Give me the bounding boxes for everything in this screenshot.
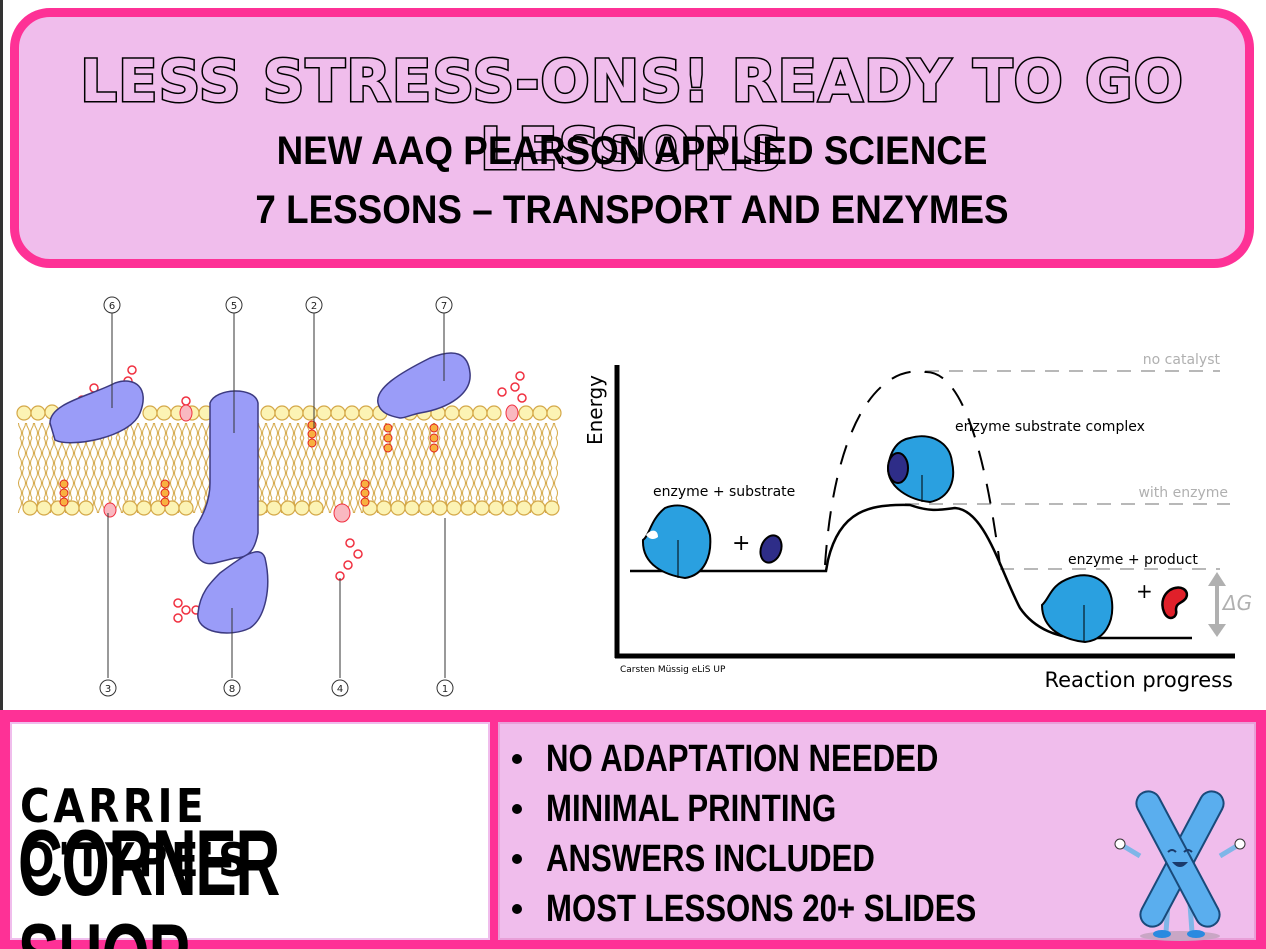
delta-g-label: ΔG [1221, 591, 1252, 615]
label-2: 2 [311, 301, 317, 312]
left-edge [0, 0, 3, 949]
enzyme-substrate-label: enzyme + substrate [653, 484, 795, 500]
subtitle-course: NEW AAQ PEARSON APPLIED SCIENCE [276, 129, 988, 173]
y-axis-label: Energy [583, 375, 607, 445]
product-icon [1161, 586, 1189, 620]
label-8: 8 [229, 684, 235, 695]
x-axis-label: Reaction progress [1044, 668, 1233, 692]
label-4: 4 [337, 684, 343, 695]
substrate-icon [759, 534, 783, 564]
enzyme-substrate-complex-label: enzyme substrate complex [955, 419, 1145, 435]
features-panel: NO ADAPTATION NEEDED MINIMAL PRINTING AN… [498, 722, 1256, 941]
bullet-icon [512, 904, 522, 914]
brand-name-top: CARRIE O'TYPE'S [20, 779, 251, 887]
label-1: 1 [442, 684, 448, 695]
brand-name-bottom: CORNER SHOP [18, 810, 280, 949]
enzyme-icon [641, 504, 712, 580]
subtitle-lessons: 7 LESSONS – TRANSPORT AND ENZYMES [255, 188, 1009, 232]
plus-sign-product: + [1136, 579, 1153, 603]
bullet-icon [512, 804, 522, 814]
feature-item: ANSWERS INCLUDED [512, 834, 1071, 884]
features-list: NO ADAPTATION NEEDED MINIMAL PRINTING AN… [512, 734, 1071, 934]
enzyme-substrate-complex-icon [886, 435, 955, 504]
enzyme-energy-diagram: Energy Reaction progress Carsten Müssig … [583, 352, 1252, 692]
chromosome-mascot-icon [1114, 790, 1246, 941]
enzyme-product-icon [1040, 574, 1114, 644]
label-7: 7 [441, 301, 447, 312]
label-3: 3 [105, 684, 111, 695]
label-6: 6 [109, 301, 115, 312]
feature-item: MOST LESSONS 20+ SLIDES [512, 884, 1071, 934]
bullet-icon [512, 854, 522, 864]
feature-item: MINIMAL PRINTING [512, 784, 1071, 834]
with-enzyme-label: with enzyme [1138, 485, 1228, 501]
delta-g-arrow-icon [1208, 572, 1226, 637]
no-catalyst-label: no catalyst [1143, 352, 1221, 368]
label-5: 5 [231, 301, 237, 312]
bullet-icon [512, 754, 522, 764]
cell-membrane-diagram: 6 5 2 7 3 8 4 1 [16, 296, 562, 697]
image-credit: Carsten Müssig eLiS UP [620, 665, 726, 675]
feature-item: NO ADAPTATION NEEDED [512, 734, 1071, 784]
enzyme-product-label: enzyme + product [1068, 552, 1198, 568]
header-banner: LESS STRESS-ONS! READY TO GO LESSONS NEW… [10, 8, 1254, 268]
plus-sign: + [732, 531, 750, 556]
footer-banner: CARRIE O'TYPE'S CORNER SHOP NO ADAPTATIO… [0, 710, 1266, 949]
page-title: LESS STRESS-ONS! READY TO GO LESSONS [79, 46, 1185, 185]
brand-logo: CARRIE O'TYPE'S CORNER SHOP [10, 722, 490, 949]
